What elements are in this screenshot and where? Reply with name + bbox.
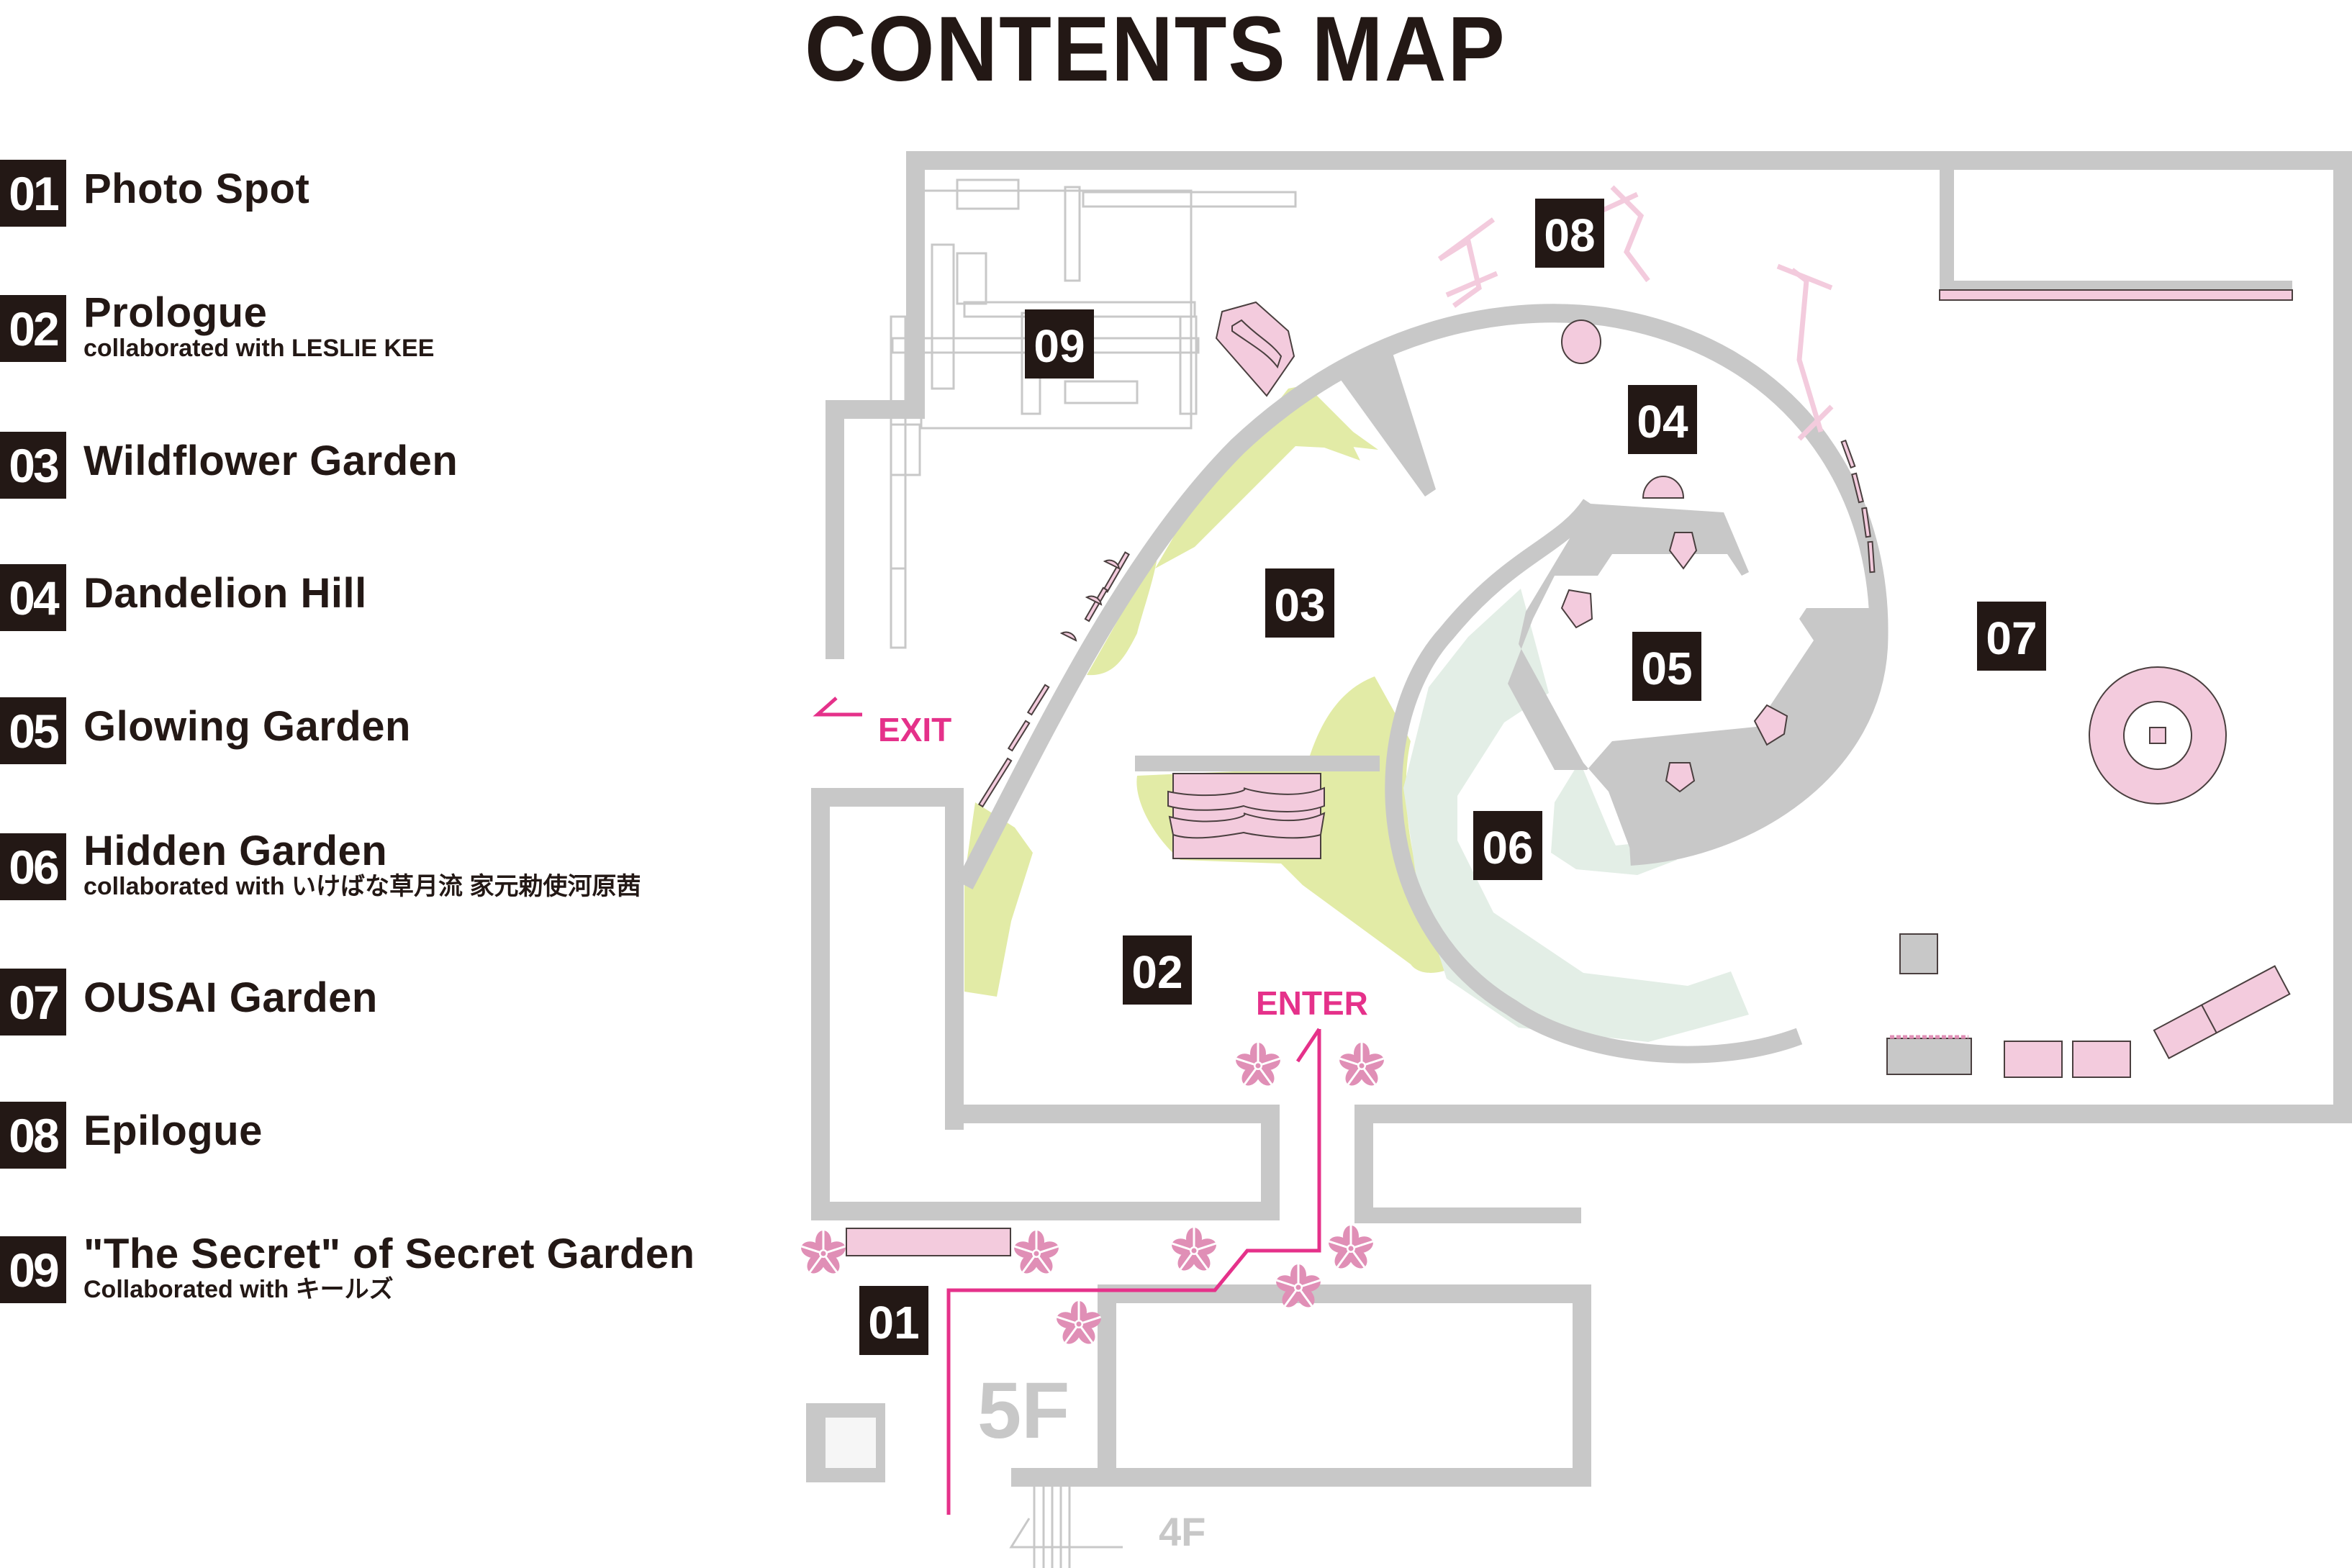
legend-badge: 07 (0, 969, 66, 1035)
area-markers: 01 02 03 04 05 06 07 08 09 (859, 199, 2046, 1355)
enter-label: ENTER (1256, 984, 1368, 1022)
legend-item-photo-spot[interactable]: 01 Photo Spot (0, 160, 309, 227)
flower-icon (1325, 1224, 1377, 1273)
legend-badge: 06 (0, 833, 66, 900)
marker-04[interactable]: 04 (1628, 385, 1697, 454)
legend-item-wildflower-garden[interactable]: 03 Wildflower Garden (0, 432, 458, 499)
legend-name: Photo Spot (83, 166, 310, 212)
marker-06[interactable]: 06 (1473, 811, 1542, 880)
stairs-to-4f (1009, 1486, 1123, 1568)
legend-name: OUSAI Garden (83, 974, 378, 1021)
legend-name: Prologue (83, 289, 268, 336)
legend-name: "The Secret" of Secret Garden (83, 1231, 695, 1277)
legend-item-ousai-garden[interactable]: 07 OUSAI Garden (0, 969, 378, 1035)
legend-badge: 02 (0, 295, 66, 362)
exit-arrow-icon (813, 697, 862, 717)
marker-03[interactable]: 03 (1265, 568, 1334, 638)
svg-text:01: 01 (868, 1297, 919, 1349)
legend-name: Hidden Garden (83, 828, 388, 874)
exit-label: EXIT (878, 711, 951, 748)
enter-arrow-icon (1295, 1028, 1321, 1063)
svg-text:04: 04 (1637, 396, 1688, 448)
legend-item-epilogue[interactable]: 08 Epilogue (0, 1102, 263, 1169)
legend-name: Wildflower Garden (83, 438, 458, 484)
lower-floor-label: 4F (1159, 1509, 1206, 1554)
legend-badge: 01 (0, 160, 66, 227)
flower-icon (1232, 1041, 1284, 1090)
marker-08[interactable]: 08 (1535, 199, 1604, 268)
legend-name: Epilogue (83, 1107, 263, 1154)
elevator-box (826, 1418, 876, 1468)
svg-text:07: 07 (1986, 612, 2037, 664)
svg-text:08: 08 (1544, 209, 1595, 261)
legend-subtitle: Collaborated with キールズ (83, 1276, 394, 1303)
legend-badge: 03 (0, 432, 66, 499)
furniture (846, 289, 2293, 1256)
flower-icon (1336, 1041, 1388, 1090)
inner-spiral-wall (1385, 499, 1803, 1064)
svg-text:09: 09 (1033, 320, 1085, 372)
svg-text:02: 02 (1131, 946, 1182, 998)
legend-name: Glowing Garden (83, 703, 411, 750)
walls (806, 151, 2352, 1487)
display-tables (1886, 933, 1972, 1075)
wall-wedge (1331, 342, 1436, 497)
glowing-garden-walls (1508, 504, 1878, 856)
legend-badge: 05 (0, 697, 66, 764)
flower-icon (1168, 1226, 1220, 1275)
epilogue-installations (1437, 185, 1834, 441)
marker-07[interactable]: 07 (1977, 602, 2046, 671)
current-floor-label: 5F (977, 1367, 1069, 1455)
marker-05[interactable]: 05 (1632, 632, 1701, 701)
legend-badge: 08 (0, 1102, 66, 1169)
legend-item-dandelion-hill[interactable]: 04 Dandelion Hill (0, 564, 367, 631)
visitor-route (946, 1029, 1321, 1515)
marker-01[interactable]: 01 (859, 1286, 928, 1355)
legend-item-glowing-garden[interactable]: 05 Glowing Garden (0, 697, 411, 764)
svg-text:05: 05 (1641, 643, 1692, 694)
flower-icon (1053, 1300, 1105, 1349)
flower-icon (1272, 1263, 1324, 1312)
spiral-wall (956, 304, 1889, 890)
prologue-divider (1135, 756, 1380, 771)
legend-badge: 09 (0, 1236, 66, 1303)
legend-subtitle: collaborated with LESLIE KEE (83, 335, 435, 362)
svg-text:03: 03 (1274, 579, 1325, 631)
flower-icon (1010, 1229, 1062, 1278)
marker-02[interactable]: 02 (1123, 935, 1192, 1005)
legend-subtitle: collaborated with いけばな草月流 家元勅使河原茜 (83, 873, 641, 900)
page-title: CONTENTS MAP (805, 0, 1506, 101)
legend-badge: 04 (0, 564, 66, 631)
marker-09[interactable]: 09 (1025, 309, 1094, 379)
svg-text:06: 06 (1482, 822, 1533, 874)
secret-garden-kiosks (890, 178, 1297, 649)
legend-name: Dandelion Hill (83, 570, 367, 617)
flower-icon (797, 1229, 849, 1278)
